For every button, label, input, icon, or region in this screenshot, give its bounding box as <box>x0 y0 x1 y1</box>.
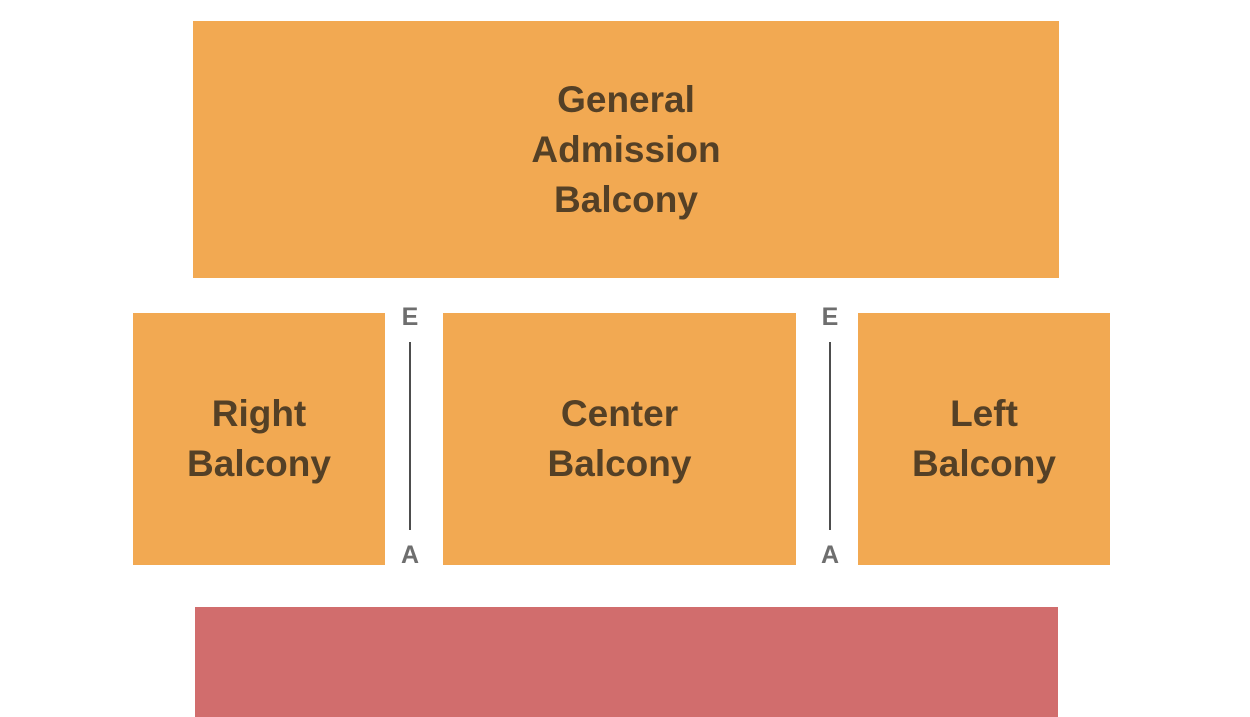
section-general-admission-balcony[interactable]: General Admission Balcony <box>193 21 1059 278</box>
section-label-line: Right <box>211 393 307 434</box>
row-range-line <box>829 342 831 530</box>
row-divider-right: E A <box>812 303 848 569</box>
stage-block[interactable] <box>195 607 1058 717</box>
row-label-a: A <box>820 541 840 569</box>
section-label-line: Balcony <box>547 443 692 484</box>
section-label-line: Center <box>560 393 679 434</box>
section-label-line: Left <box>950 393 1018 434</box>
row-label-e: E <box>401 303 419 331</box>
section-label-line: Balcony <box>554 178 698 220</box>
section-right-balcony[interactable]: Right Balcony <box>133 313 385 565</box>
section-label-line: Admission <box>531 128 721 170</box>
row-range-line <box>409 342 411 530</box>
section-left-balcony[interactable]: Left Balcony <box>858 313 1110 565</box>
section-label-line: General <box>557 78 695 120</box>
section-center-balcony[interactable]: Center Balcony <box>443 313 796 565</box>
section-label-line: Balcony <box>912 443 1056 484</box>
seating-chart: General Admission Balcony Right Balcony … <box>133 21 1110 717</box>
section-label-line: Balcony <box>187 443 331 484</box>
row-label-a: A <box>400 541 420 569</box>
row-label-e: E <box>821 303 839 331</box>
row-divider-left: E A <box>392 303 428 569</box>
